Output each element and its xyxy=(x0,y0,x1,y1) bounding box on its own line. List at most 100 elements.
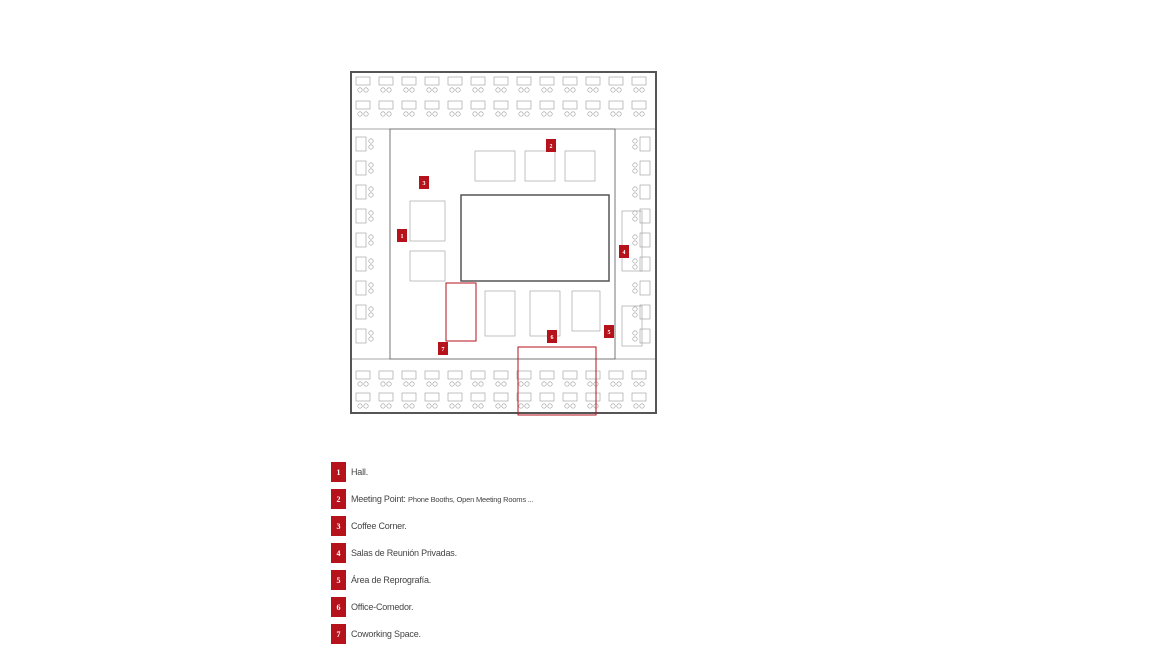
chair xyxy=(632,144,638,150)
chair xyxy=(632,258,638,264)
chair xyxy=(455,381,461,387)
legend-label-detail: Phone Booths, Open Meeting Rooms ... xyxy=(408,495,534,504)
chair xyxy=(363,87,369,93)
desk xyxy=(355,208,367,224)
chair xyxy=(478,111,484,117)
chair xyxy=(633,381,639,387)
chair xyxy=(455,403,461,409)
desk xyxy=(355,160,367,176)
plan-marker-label: 3 xyxy=(423,181,426,187)
desk xyxy=(401,392,417,402)
chair xyxy=(495,381,501,387)
chair xyxy=(518,87,524,93)
chair xyxy=(472,403,478,409)
legend-badge: 5 xyxy=(331,570,346,590)
legend-badge: 6 xyxy=(331,597,346,617)
chair xyxy=(632,240,638,246)
chair xyxy=(632,312,638,318)
desk xyxy=(621,210,643,272)
chair xyxy=(495,87,501,93)
chair xyxy=(610,403,616,409)
desk xyxy=(631,100,647,110)
chair xyxy=(616,403,622,409)
chair xyxy=(639,111,645,117)
chair xyxy=(524,87,530,93)
desk xyxy=(470,392,486,402)
chair xyxy=(570,87,576,93)
desk xyxy=(355,304,367,320)
chair xyxy=(587,403,593,409)
chair xyxy=(368,312,374,318)
desk xyxy=(378,392,394,402)
desk xyxy=(378,76,394,86)
chair xyxy=(587,381,593,387)
chair xyxy=(368,210,374,216)
desk xyxy=(474,150,516,182)
desk xyxy=(585,392,601,402)
desk xyxy=(639,136,651,152)
chair xyxy=(368,288,374,294)
plan-marker-box xyxy=(419,176,429,189)
chair xyxy=(632,330,638,336)
plan-marker-label: 2 xyxy=(550,144,553,150)
desk xyxy=(401,370,417,380)
plan-marker-1: 1 xyxy=(397,229,407,242)
desk xyxy=(355,256,367,272)
chair xyxy=(357,403,363,409)
desk xyxy=(355,184,367,200)
desk xyxy=(409,200,446,242)
chair xyxy=(610,381,616,387)
legend-label: Coffee Corner. xyxy=(351,521,407,531)
legend-label-main: Meeting Point: xyxy=(351,494,409,504)
legend-label: Área de Reprografía. xyxy=(351,575,432,585)
chair xyxy=(403,111,409,117)
desk xyxy=(564,150,596,182)
chair xyxy=(380,381,386,387)
plan-marker-label: 1 xyxy=(401,234,404,240)
desk xyxy=(355,370,371,380)
desk xyxy=(639,280,651,296)
desk xyxy=(378,370,394,380)
chair xyxy=(368,258,374,264)
desk xyxy=(608,370,624,380)
desk xyxy=(585,76,601,86)
plan-marker-2: 2 xyxy=(546,139,556,152)
chair xyxy=(639,403,645,409)
legend-label: Hall. xyxy=(351,467,369,477)
chair xyxy=(547,403,553,409)
desk xyxy=(516,392,532,402)
plan-marker-box xyxy=(546,139,556,152)
desk xyxy=(539,392,555,402)
chair xyxy=(357,87,363,93)
chair xyxy=(501,381,507,387)
chair xyxy=(632,168,638,174)
chair xyxy=(472,87,478,93)
desk xyxy=(608,100,624,110)
chair xyxy=(633,111,639,117)
chair xyxy=(547,381,553,387)
chair xyxy=(368,234,374,240)
desk xyxy=(447,392,463,402)
plan-marker-6: 6 xyxy=(547,330,557,343)
chair xyxy=(386,87,392,93)
chair xyxy=(518,111,524,117)
highlight-room-6 xyxy=(517,346,597,416)
desk xyxy=(562,392,578,402)
chair xyxy=(570,403,576,409)
chair xyxy=(632,192,638,198)
plan-marker-label: 7 xyxy=(442,347,445,353)
desk xyxy=(539,100,555,110)
chair xyxy=(426,403,432,409)
chair xyxy=(368,168,374,174)
chair xyxy=(368,330,374,336)
desk xyxy=(516,100,532,110)
chair xyxy=(495,111,501,117)
plan-marker-box xyxy=(438,342,448,355)
plan-marker-box xyxy=(619,245,629,258)
desk xyxy=(539,370,555,380)
chair xyxy=(363,403,369,409)
chair xyxy=(368,144,374,150)
chair xyxy=(501,111,507,117)
chair xyxy=(639,381,645,387)
desk xyxy=(493,392,509,402)
